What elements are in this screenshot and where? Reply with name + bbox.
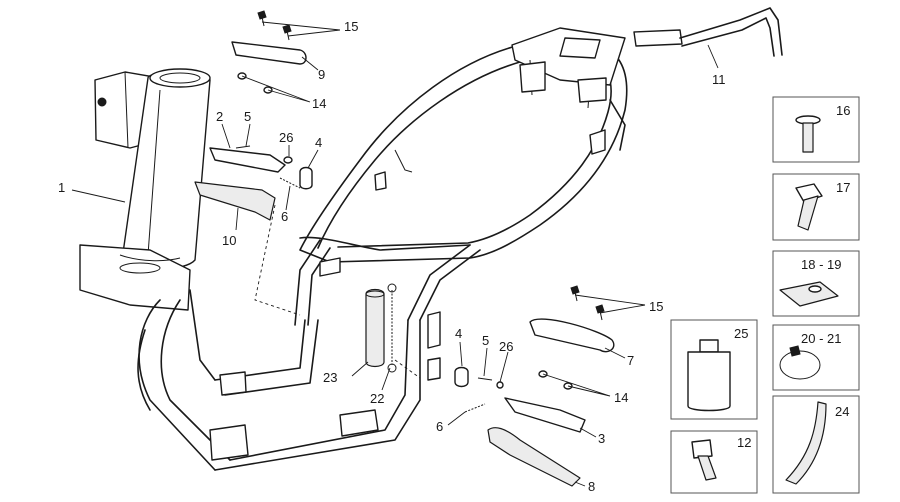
- inset-box-17: 17: [772, 173, 860, 241]
- svg-text:25: 25: [734, 326, 748, 341]
- inset-box-16: 16: [772, 96, 860, 163]
- callout-14-top: 14: [312, 96, 326, 111]
- callout-3: 3: [598, 431, 605, 446]
- inset-box-24: 24: [772, 395, 860, 494]
- upper-left-parts: [194, 10, 313, 221]
- leader-lines: [71, 21, 719, 487]
- callout-6-top: 6: [281, 209, 288, 224]
- steering-head-assembly: [79, 68, 211, 311]
- callout-14-bottom: 14: [614, 390, 628, 405]
- inset-box-25: 25: [670, 319, 758, 420]
- svg-text:12: 12: [737, 435, 751, 450]
- callout-1: 1: [58, 180, 65, 195]
- callout-8: 8: [588, 479, 595, 494]
- svg-text:18 - 19: 18 - 19: [801, 257, 841, 272]
- callout-4-bottom: 4: [455, 326, 462, 341]
- svg-text:20 - 21: 20 - 21: [801, 331, 841, 346]
- svg-text:16: 16: [836, 103, 850, 118]
- callout-7: 7: [627, 353, 634, 368]
- top-brace: [633, 7, 783, 57]
- inset-box-18-19: 18 - 19: [772, 250, 860, 317]
- callout-26-top: 26: [279, 130, 293, 145]
- callout-5-top: 5: [244, 109, 251, 124]
- stand-spring-parts: [365, 283, 397, 373]
- callout-22: 22: [370, 391, 384, 406]
- inset-box-12: 12: [670, 430, 758, 494]
- callout-15-top: 15: [344, 19, 358, 34]
- svg-text:24: 24: [835, 404, 849, 419]
- main-frame: [137, 27, 628, 471]
- callout-4-top: 4: [315, 135, 322, 150]
- callout-2: 2: [216, 109, 223, 124]
- svg-text:17: 17: [836, 180, 850, 195]
- callout-23: 23: [323, 370, 337, 385]
- callout-6-bottom: 6: [436, 419, 443, 434]
- inset-box-20-21: 20 - 21: [772, 324, 860, 391]
- callout-5-bottom: 5: [482, 333, 489, 348]
- callout-10: 10: [222, 233, 236, 248]
- callout-labels: 15 9 14 1 2 5 26 4 6 10 11 15 7 14 3 8 4…: [58, 19, 726, 494]
- assembly-guides: [254, 204, 421, 379]
- callout-9: 9: [318, 67, 325, 82]
- callout-11: 11: [712, 72, 726, 87]
- callout-15-bottom: 15: [649, 299, 663, 314]
- lower-right-parts: [454, 285, 615, 487]
- callout-26-bottom: 26: [499, 339, 513, 354]
